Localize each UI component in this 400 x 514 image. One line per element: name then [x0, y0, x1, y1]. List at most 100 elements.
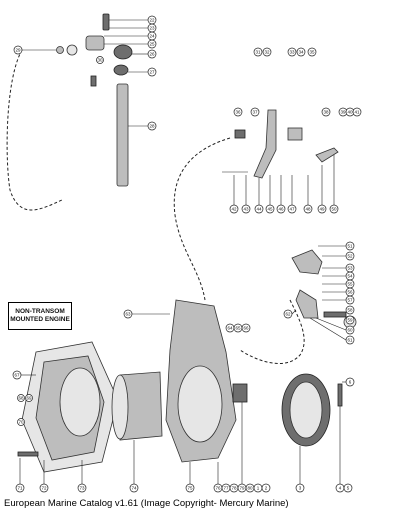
callout: 41	[352, 107, 362, 117]
catalog-caption: European Marine Catalog v1.61 (Image Cop…	[4, 498, 289, 509]
svg-text:36: 36	[235, 110, 241, 115]
svg-text:48: 48	[305, 207, 311, 212]
housing-bore-part	[177, 365, 223, 443]
svg-text:44: 44	[256, 207, 262, 212]
callout: 59	[345, 315, 355, 325]
svg-text:22: 22	[149, 18, 155, 23]
callout: 30	[96, 56, 104, 64]
callout: 5	[343, 483, 353, 493]
drive-shaft-part	[116, 83, 129, 187]
svg-text:47: 47	[289, 207, 295, 212]
svg-text:67: 67	[14, 373, 20, 378]
callout: 71	[15, 458, 25, 493]
svg-text:59: 59	[347, 318, 353, 323]
callout: 64	[225, 323, 235, 333]
svg-text:77: 77	[223, 486, 229, 491]
svg-text:69: 69	[26, 396, 32, 401]
pin-part	[323, 311, 347, 318]
callout: 57	[322, 295, 355, 305]
callout: 72	[39, 460, 49, 493]
shift-linkage-assembly	[222, 109, 339, 179]
callout: 77	[221, 483, 231, 493]
callout: 37	[250, 107, 260, 117]
callout: 50	[329, 155, 339, 214]
plate-part	[232, 383, 248, 403]
svg-text:57: 57	[347, 298, 353, 303]
bottom-bolt-part	[17, 451, 39, 457]
shift-cable-assembly	[291, 249, 357, 329]
callout: 24	[104, 31, 157, 41]
nut-part	[113, 64, 129, 76]
svg-text:4: 4	[339, 486, 342, 491]
callout: 67	[12, 370, 36, 380]
callout: 68	[17, 394, 25, 402]
callout: 61	[309, 317, 355, 345]
callout: 6	[342, 377, 355, 387]
svg-text:5: 5	[347, 486, 350, 491]
svg-text:6: 6	[349, 380, 352, 385]
callout: 75	[185, 462, 195, 493]
svg-text:2: 2	[265, 486, 268, 491]
cam-part	[295, 289, 319, 319]
svg-text:23: 23	[149, 26, 155, 31]
callout: 78	[229, 483, 239, 493]
svg-text:40: 40	[347, 110, 353, 115]
svg-text:37: 37	[252, 110, 258, 115]
svg-text:30: 30	[97, 58, 103, 63]
callout: 31	[253, 47, 263, 57]
callout: 79	[237, 402, 247, 493]
callout: 22	[109, 15, 157, 25]
callout: 32	[262, 47, 272, 57]
svg-text:79: 79	[239, 486, 245, 491]
note-line-1: NON-TRANSOM	[15, 308, 65, 315]
svg-text:53: 53	[347, 266, 353, 271]
note-line-2: MOUNTED ENGINE	[10, 316, 70, 323]
callout: 74	[129, 440, 139, 493]
callout: 35	[307, 47, 317, 57]
svg-text:56: 56	[347, 290, 353, 295]
callout: 43	[241, 175, 251, 214]
svg-text:25: 25	[149, 42, 155, 47]
callout: 44	[254, 178, 264, 214]
callout: 69	[25, 394, 33, 402]
callout: 53	[322, 263, 355, 273]
callout: 29	[13, 45, 56, 55]
callout: 62	[283, 309, 297, 319]
bolt-part	[102, 13, 110, 31]
svg-text:31: 31	[255, 50, 261, 55]
callout: 49	[317, 165, 327, 214]
svg-text:29: 29	[15, 48, 21, 53]
exploded-parts-diagram: 22 23 24 25 26 27 28 29 30 31 32 33 34 3…	[6, 13, 362, 493]
callout: 54	[322, 271, 355, 281]
callout: 58	[345, 305, 355, 315]
transom-assembly	[17, 299, 343, 473]
cable-bracket-part	[291, 249, 323, 275]
callout: 23	[109, 23, 157, 33]
elbow-fitting-part	[85, 35, 105, 51]
svg-text:65: 65	[235, 326, 241, 331]
svg-text:3: 3	[299, 486, 302, 491]
bushing-part	[234, 129, 246, 139]
non-transom-note-box: NON-TRANSOM MOUNTED ENGINE	[8, 302, 72, 330]
svg-text:35: 35	[309, 50, 315, 55]
svg-text:55: 55	[347, 282, 353, 287]
svg-text:62: 62	[285, 312, 291, 317]
svg-text:80: 80	[247, 486, 253, 491]
svg-text:78: 78	[231, 486, 237, 491]
callout: 3	[295, 446, 305, 493]
dashed-guide-right	[239, 299, 305, 364]
svg-text:28: 28	[149, 124, 155, 129]
callout: 33	[287, 47, 297, 57]
callout: 28	[128, 121, 157, 131]
link-arm-part	[315, 147, 339, 163]
callout: 1	[253, 483, 263, 493]
callout: 73	[77, 460, 87, 493]
svg-text:73: 73	[79, 486, 85, 491]
svg-text:50: 50	[331, 207, 337, 212]
svg-text:76: 76	[215, 486, 221, 491]
svg-text:72: 72	[41, 486, 47, 491]
svg-text:42: 42	[231, 207, 237, 212]
washer-part	[66, 44, 78, 56]
svg-text:60: 60	[347, 328, 353, 333]
